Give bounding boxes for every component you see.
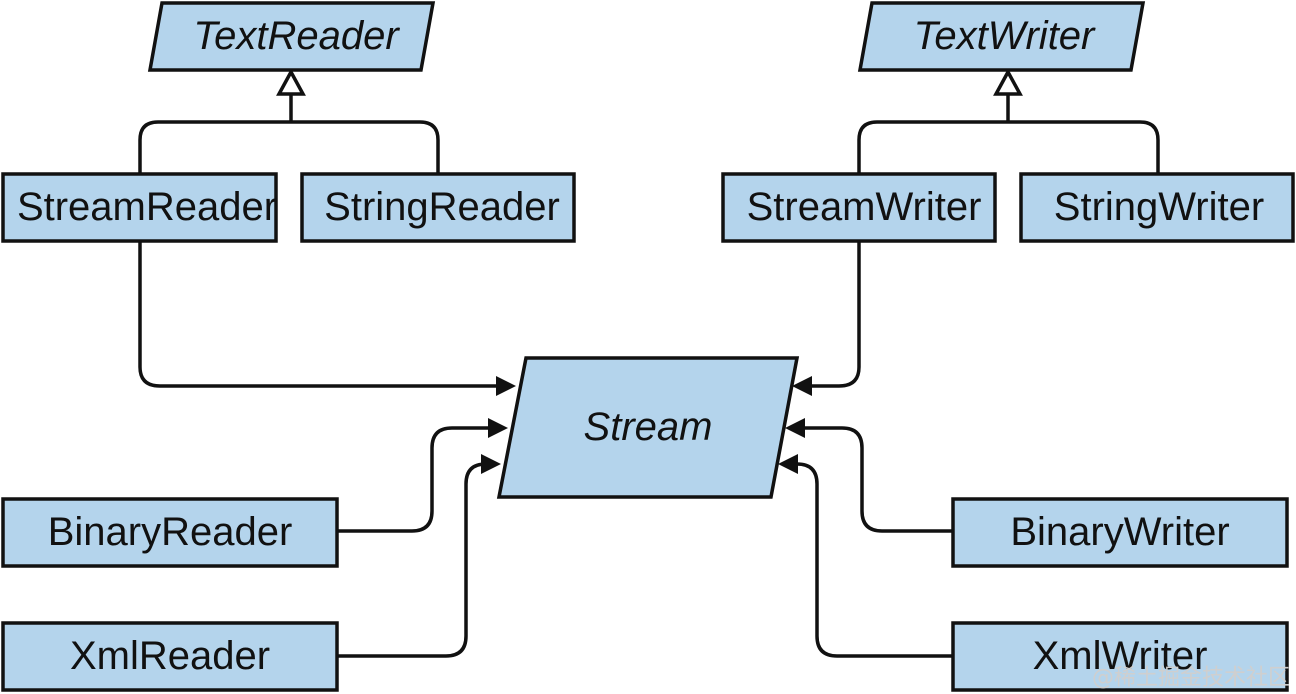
inherit-arrow-textwriter	[993, 68, 1023, 96]
node-textwriter: TextWriter	[857, 1, 1146, 72]
node-binarywriter-label: BinaryWriter	[1010, 510, 1229, 554]
node-stringwriter: StringWriter	[1019, 172, 1295, 243]
inherit-arrow-textreader	[276, 68, 306, 96]
inherit-edge-readers	[138, 94, 440, 174]
arrowhead-xmlreader	[481, 454, 501, 474]
edge-binarywriter-stream	[803, 426, 953, 533]
edge-xmlreader-stream	[337, 462, 488, 658]
watermark-text: @稀土掘金技术社区	[1092, 666, 1290, 691]
node-xmlwriter-label: XmlWriter	[1033, 634, 1208, 678]
node-textreader: TextReader	[147, 1, 436, 72]
edges	[138, 68, 1160, 658]
node-stream-label: Stream	[584, 405, 713, 449]
edge-binaryreader-stream	[337, 426, 490, 533]
node-textreader-label: TextReader	[193, 14, 400, 58]
inherit-edge-writers	[857, 94, 1160, 174]
node-binarywriter: BinaryWriter	[951, 497, 1289, 568]
arrowhead-binarywriter	[785, 418, 805, 438]
node-binaryreader: BinaryReader	[1, 497, 339, 568]
node-stringreader-label: StringReader	[324, 185, 560, 229]
node-stringreader: StringReader	[300, 172, 576, 243]
node-streamreader-label: StreamReader	[17, 185, 277, 229]
node-streamwriter-label: StreamWriter	[747, 185, 982, 229]
node-xmlwriter: XmlWriter	[951, 621, 1289, 692]
arrowhead-streamwriter	[792, 376, 812, 396]
node-binaryreader-label: BinaryReader	[48, 510, 293, 554]
node-streamwriter: StreamWriter	[721, 172, 997, 243]
node-xmlreader-label: XmlReader	[70, 634, 270, 678]
node-stringwriter-label: StringWriter	[1054, 185, 1264, 229]
edge-xmlwriter-stream	[795, 462, 953, 658]
edge-streamreader-stream	[138, 241, 498, 388]
node-stream: Stream	[496, 356, 800, 499]
edge-streamwriter-stream	[810, 241, 861, 388]
arrowhead-xmlwriter	[778, 454, 798, 474]
arrowhead-streamreader	[496, 376, 516, 396]
node-textwriter-label: TextWriter	[914, 14, 1096, 58]
node-xmlreader: XmlReader	[1, 621, 339, 692]
node-streamreader: StreamReader	[1, 172, 278, 243]
arrowhead-binaryreader	[488, 418, 508, 438]
